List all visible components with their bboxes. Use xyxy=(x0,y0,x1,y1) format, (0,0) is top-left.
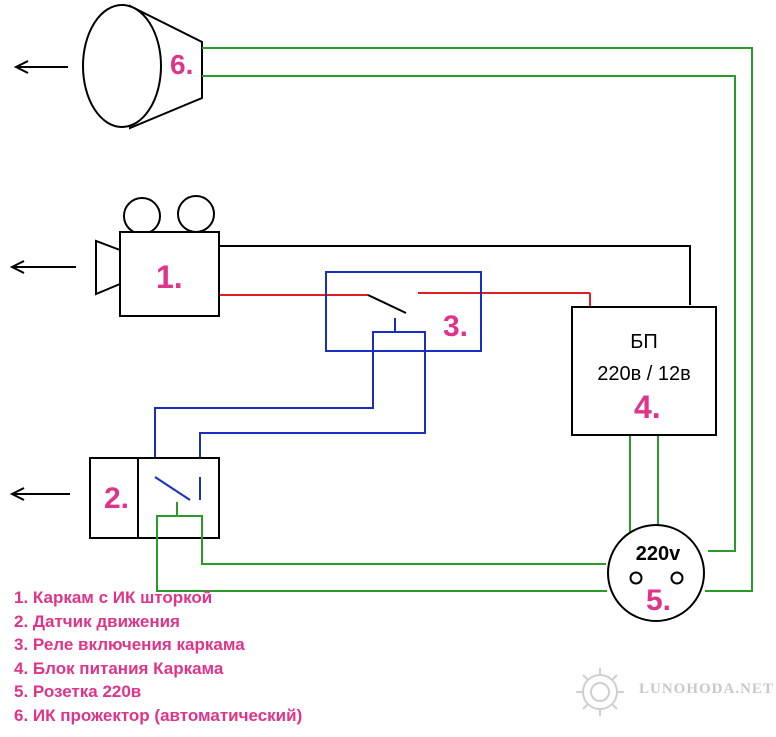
arrow-left-icon xyxy=(9,260,76,274)
socket-number: 5. xyxy=(646,584,671,617)
camera-number: 1. xyxy=(156,259,183,295)
sensor-number: 2. xyxy=(104,482,129,515)
green-wire xyxy=(156,47,753,592)
legend-item: 1. Каркам с ИК шторкой xyxy=(14,588,213,607)
arrow-left-icon xyxy=(13,60,68,74)
motion-sensor-box xyxy=(89,457,220,539)
legend-item: 5. Розетка 220в xyxy=(14,682,142,701)
power-supply-box xyxy=(571,306,717,436)
relay-box xyxy=(325,271,482,352)
socket-voltage: 220v xyxy=(636,543,681,565)
sensor-contact-wire xyxy=(154,476,201,501)
black-wire xyxy=(220,245,691,305)
psu-number: 4. xyxy=(634,389,661,425)
watermark-text: LUNOHODA.NET xyxy=(639,681,774,697)
legend-item: 4. Блок питания Каркама xyxy=(14,658,224,678)
psu-rating: 220в / 12в xyxy=(597,363,691,385)
psu-title: БП xyxy=(630,331,658,353)
watermark-logo-icon xyxy=(576,668,624,716)
projector-icon xyxy=(82,4,203,130)
camera-icon xyxy=(95,195,220,317)
arrow-left-icon xyxy=(9,487,70,501)
legend: 1. Каркам с ИК шторкой 2. Датчик движени… xyxy=(14,586,302,727)
legend-item: 3. Реле включения каркама xyxy=(14,635,245,654)
red-wire xyxy=(220,292,591,307)
relay-number: 3. xyxy=(443,310,468,343)
socket-icon xyxy=(607,524,705,622)
watermark: LUNOHODA.NET xyxy=(566,664,773,718)
legend-item: 2. Датчик движения xyxy=(14,611,180,631)
relay-contact xyxy=(367,294,407,314)
relay-coil-wire xyxy=(154,318,426,477)
legend-item: 6. ИК прожектор (автоматический) xyxy=(14,705,303,725)
projector-number: 6. xyxy=(170,49,193,80)
